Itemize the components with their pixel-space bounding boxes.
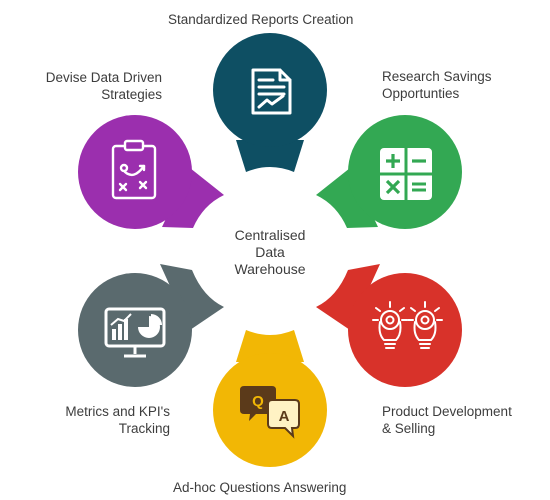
- bubble-standardized-reports: [213, 33, 327, 147]
- label-devise-strategies: Devise Data Driven Strategies: [28, 69, 162, 103]
- connector-adhoc-questions: [236, 330, 304, 362]
- node-research-savings[interactable]: [316, 115, 462, 229]
- label-devise-strategies-line-1: Devise Data Driven: [45, 70, 162, 85]
- svg-text:Q: Q: [252, 393, 264, 410]
- connector-metrics-kpi: [160, 264, 224, 330]
- center-label-line-2: Data: [255, 244, 285, 260]
- monitor-chart-icon: [104, 307, 166, 358]
- svg-text:A: A: [279, 408, 290, 425]
- node-devise-strategies[interactable]: [78, 115, 224, 229]
- label-product-development: Product Development & Selling: [382, 403, 512, 437]
- bubble-devise-strategies: [78, 115, 192, 229]
- label-product-development-line-2: & Selling: [382, 421, 436, 436]
- center-label-line-3: Warehouse: [234, 261, 306, 277]
- label-adhoc-questions-text: Ad-hoc Questions Answering: [173, 480, 347, 495]
- qa-chat-icon: Q A: [240, 386, 300, 439]
- connector-standardized-reports: [236, 140, 304, 172]
- node-product-development[interactable]: [316, 264, 462, 387]
- node-standardized-reports[interactable]: [213, 33, 327, 172]
- connector-research-savings: [316, 168, 378, 228]
- label-research-savings-line-2: Opportunties: [382, 86, 460, 101]
- bubble-product-development: [348, 273, 462, 387]
- label-product-development-line-1: Product Development: [382, 404, 512, 419]
- center-label-line-1: Centralised: [234, 227, 306, 243]
- center-hub-label: Centralised Data Warehouse: [215, 227, 325, 278]
- node-metrics-kpi[interactable]: [78, 264, 224, 387]
- bubble-metrics-kpi: [78, 273, 192, 387]
- connector-devise-strategies: [162, 168, 224, 228]
- report-chart-icon: [251, 68, 292, 115]
- lightbulb-gears-icon: [372, 301, 443, 349]
- label-standardized-reports-text: Standardized Reports Creation: [168, 12, 354, 27]
- label-metrics-kpi: Metrics and KPI's Tracking: [48, 403, 170, 437]
- label-metrics-kpi-line-1: Metrics and KPI's: [65, 404, 170, 419]
- label-devise-strategies-line-2: Strategies: [101, 87, 162, 102]
- label-metrics-kpi-line-2: Tracking: [118, 421, 170, 436]
- strategy-clipboard-icon: [111, 139, 157, 200]
- node-adhoc-questions[interactable]: Q A: [213, 330, 327, 467]
- label-research-savings: Research Savings Opportunties: [382, 68, 492, 102]
- label-adhoc-questions: Ad-hoc Questions Answering: [173, 479, 346, 496]
- label-standardized-reports: Standardized Reports Creation: [168, 11, 353, 28]
- connector-product-development: [316, 264, 380, 330]
- label-research-savings-line-1: Research Savings: [382, 69, 492, 84]
- calculator-icon: [380, 148, 432, 200]
- center-hub: [214, 195, 326, 307]
